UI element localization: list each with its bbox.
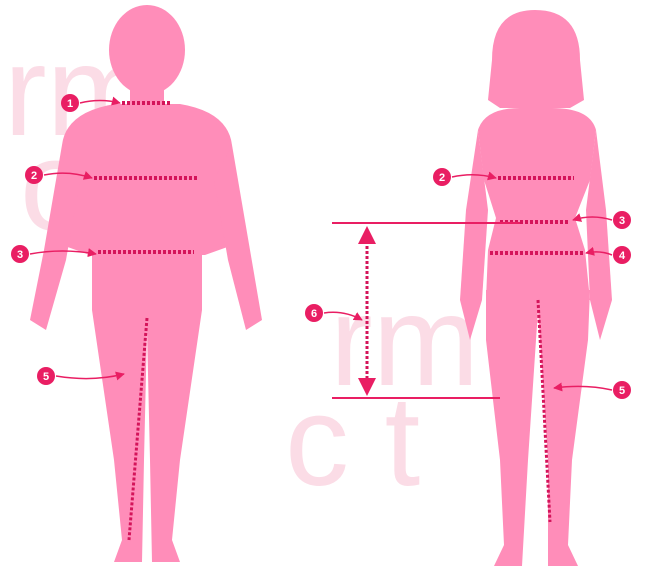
svg-text:3: 3 [17,249,23,261]
female-badge-5: 5 [613,381,631,399]
svg-text:4: 4 [619,250,626,262]
svg-text:5: 5 [619,385,625,397]
watermark-line-4: c t [285,370,420,513]
svg-text:1: 1 [67,98,73,110]
female-badge-3: 3 [613,211,631,229]
male-head [109,5,185,95]
male-legs [92,245,202,562]
female-badge-6: 6 [305,304,323,322]
female-badge-4: 4 [613,246,631,264]
female-badge-2: 2 [433,168,451,186]
male-badge-2: 2 [25,166,43,184]
male-badge-5: 5 [37,367,55,385]
svg-text:2: 2 [31,170,37,182]
female-silhouette [460,10,612,566]
svg-text:2: 2 [439,172,445,184]
svg-text:6: 6 [311,308,317,320]
female-torso [478,108,596,300]
female-legs [486,290,590,566]
svg-text:5: 5 [43,371,49,383]
male-torso [62,104,233,255]
male-badge-3: 3 [11,245,29,263]
hip-depth-arrow-up-icon [358,226,376,244]
svg-text:3: 3 [619,215,625,227]
male-badge-1: 1 [61,94,79,112]
